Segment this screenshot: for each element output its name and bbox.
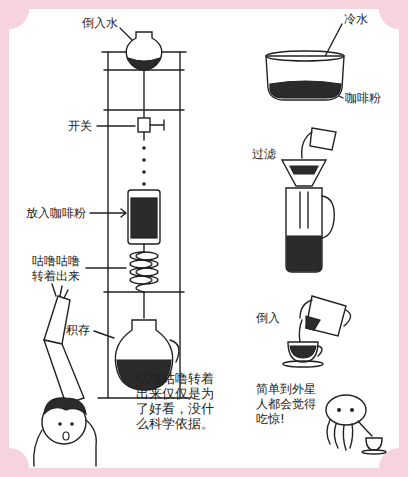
filter-step-part — [282, 160, 326, 186]
steeping-bowl-part — [266, 51, 344, 61]
pour-step-part — [306, 316, 320, 330]
drip-tower-part — [130, 252, 158, 260]
part-label: 开关 — [68, 119, 92, 134]
man-figure-part — [44, 398, 86, 414]
filter-step-part — [300, 192, 308, 228]
part-label: 放入咖啡粉 — [26, 206, 86, 221]
filter-step-part — [310, 128, 336, 150]
drip-tower-part — [128, 190, 160, 244]
octopus-figure-part — [326, 395, 366, 425]
drip-tower-part — [170, 340, 179, 362]
filter-step-part — [286, 188, 322, 272]
note-text: 简单到外星人都会觉得吃惊! — [256, 382, 320, 427]
leader-line-part — [97, 125, 135, 126]
note-text: 咕噜咕噜转着出来仅仅是为了好看，没什么科学依据。 — [136, 372, 218, 432]
filter-step — [282, 128, 336, 272]
drip-tower-part — [142, 158, 146, 162]
drip-tower-part — [142, 182, 146, 186]
drip-tower-part — [130, 268, 158, 276]
panel-part — [0, 0, 29, 29]
pour-step-part — [288, 342, 318, 362]
part-label: 咖啡粉 — [345, 91, 381, 106]
drip-tower-part — [126, 32, 162, 70]
drip-tower-part — [130, 260, 158, 268]
man-figure-part — [58, 422, 62, 426]
drip-tower-part — [131, 198, 157, 238]
drip-tower-part — [142, 170, 146, 174]
drip-tower-part — [130, 276, 158, 284]
man-figure-part — [70, 422, 74, 426]
part-label: 积存 — [66, 323, 90, 338]
drip-tower-part — [143, 244, 144, 252]
leader-line-part — [90, 209, 126, 217]
octopus-figure-part — [362, 450, 386, 454]
step-label: 过滤 — [252, 147, 276, 162]
drip-tower-part — [138, 118, 150, 132]
leader-line — [86, 24, 343, 338]
filter-step-part — [290, 166, 318, 174]
man-figure-part — [52, 284, 68, 298]
panel-part — [9, 9, 399, 468]
part-label: 咕噜咕噜转着出来 — [32, 254, 84, 284]
man-figure-part — [44, 340, 84, 404]
drip-tower-part — [144, 120, 164, 140]
part-label: 冷水 — [344, 12, 368, 27]
octopus-figure-part — [366, 438, 382, 450]
pour-step-part — [306, 296, 346, 336]
octopus-figure-part — [327, 420, 372, 450]
leader-line-part — [120, 28, 132, 40]
pour-step-part — [299, 320, 302, 342]
pour-step-part — [318, 346, 322, 356]
man-figure — [34, 284, 97, 466]
filter-step-part — [302, 132, 312, 158]
panel-part — [0, 448, 29, 477]
drip-tower — [98, 32, 190, 398]
drip-tower-part — [143, 70, 144, 118]
leader-line-part — [86, 267, 126, 268]
steeping-bowl — [266, 51, 344, 100]
leader-line-part — [94, 331, 114, 338]
octopus-figure — [326, 395, 386, 454]
filter-step-part — [322, 196, 334, 238]
filter-step-part — [287, 236, 321, 271]
pour-step-part — [283, 361, 323, 367]
drip-tower-part — [143, 292, 144, 318]
steeping-bowl-part — [266, 56, 344, 100]
steeping-bowl-part — [270, 81, 341, 98]
drip-tower-part — [136, 252, 152, 292]
octopus-figure-part — [337, 408, 341, 412]
pour-step-part — [290, 346, 316, 358]
pour-step — [283, 296, 351, 367]
man-figure-part — [63, 432, 69, 440]
drip-tower-part — [128, 58, 160, 70]
panel-part — [379, 0, 408, 29]
drip-tower-part — [108, 52, 180, 398]
pour-step-part — [300, 300, 351, 326]
octopus-figure-part — [350, 408, 354, 412]
drip-tower-part — [142, 146, 146, 150]
panel-part — [379, 448, 408, 477]
drip-tower-part — [98, 52, 190, 398]
man-figure-part — [34, 420, 97, 466]
part-label: 倒入水 — [82, 16, 118, 31]
step-label: 倒入 — [256, 311, 280, 326]
